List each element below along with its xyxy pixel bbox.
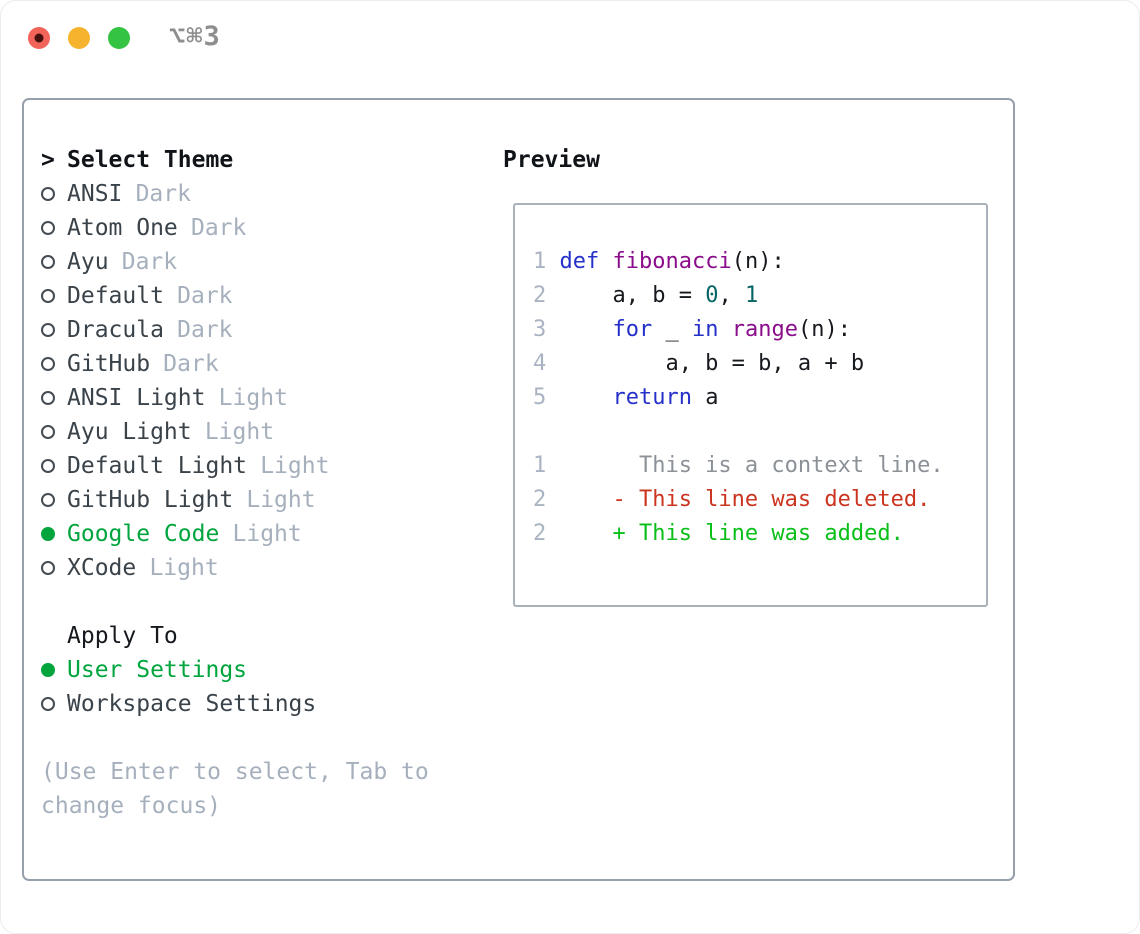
radio-icon: [41, 357, 67, 371]
item-variant-label: Dark: [190, 215, 247, 241]
preview-line: 1 This is a context line.: [533, 449, 986, 483]
theme-option-ayu[interactable]: Ayu Dark: [41, 245, 491, 279]
item-variant-label: Dark: [121, 249, 178, 275]
apply-to-header: Apply To: [41, 619, 491, 653]
prompt-icon: >: [41, 147, 55, 173]
hint-line: change focus): [41, 793, 222, 819]
hint-line: (Use Enter to select, Tab to: [41, 759, 429, 785]
line-number: 1: [533, 249, 547, 274]
preview-line: 4 a, b = b, a + b: [533, 347, 986, 381]
close-button[interactable]: [28, 27, 50, 49]
radio-icon: [41, 255, 67, 269]
theme-option-google-code[interactable]: Google Code Light: [41, 517, 491, 551]
record-dot-icon: [34, 33, 44, 43]
titlebar: ⌥⌘3: [1, 1, 1139, 75]
preview-line: 3 for _ in range(n):: [533, 313, 986, 347]
theme-option-dracula[interactable]: Dracula Dark: [41, 313, 491, 347]
select-theme-title: Select Theme: [67, 147, 234, 173]
theme-option-ansi-light[interactable]: ANSI Light Light: [41, 381, 491, 415]
line-number: 2: [533, 283, 547, 308]
keyboard-hint: (Use Enter to select, Tab to change focus…: [41, 755, 491, 823]
radio-icon: [41, 561, 67, 575]
item-variant-label: Dark: [177, 283, 233, 309]
line-number: 2: [533, 487, 547, 512]
item-label: User Settings: [67, 657, 248, 683]
item-label: Default Light: [67, 453, 248, 479]
line-number: 2: [533, 521, 547, 546]
item-variant-label: Dark: [135, 181, 191, 207]
theme-option-github[interactable]: GitHub Dark: [41, 347, 491, 381]
item-variant-label: Light: [149, 555, 219, 581]
theme-option-default[interactable]: Default Dark: [41, 279, 491, 313]
radio-icon: [41, 289, 67, 303]
spacer-row: [41, 585, 491, 619]
traffic-lights: [28, 27, 130, 49]
item-variant-label: Light: [246, 487, 316, 513]
radio-icon: [41, 391, 67, 405]
select-theme-header: > Select Theme: [41, 143, 491, 177]
item-label: Atom One: [67, 215, 178, 241]
item-variant-label: Light: [218, 385, 288, 411]
line-number: 3: [533, 317, 547, 342]
window-title: ⌥⌘3: [169, 21, 221, 52]
item-label: GitHub: [67, 351, 151, 377]
preview-line: 2 a, b = 0, 1: [533, 279, 986, 313]
item-label: XCode: [67, 555, 137, 581]
item-label: ANSI: [67, 181, 123, 207]
preview-line: 2 + This line was added.: [533, 517, 986, 551]
radio-selected-icon: [41, 527, 67, 541]
spacer-row: [41, 721, 491, 755]
theme-option-github-light[interactable]: GitHub Light Light: [41, 483, 491, 517]
apply-option-user-settings[interactable]: User Settings: [41, 653, 491, 687]
line-number: 4: [533, 351, 547, 376]
item-label: Dracula: [67, 317, 164, 343]
apply-option-workspace-settings[interactable]: Workspace Settings: [41, 687, 491, 721]
radio-icon: [41, 459, 67, 473]
theme-option-atom-one[interactable]: Atom One Dark: [41, 211, 491, 245]
minimize-button[interactable]: [68, 27, 90, 49]
theme-option-ansi[interactable]: ANSI Dark: [41, 177, 491, 211]
apply-to-title: Apply To: [67, 623, 178, 649]
item-label: Default: [67, 283, 164, 309]
line-number: 5: [533, 385, 547, 410]
item-label: Google Code: [67, 521, 220, 547]
item-variant-label: Light: [232, 521, 302, 547]
radio-icon: [41, 697, 67, 711]
radio-selected-icon: [41, 663, 67, 677]
item-variant-label: Light: [260, 453, 330, 479]
theme-option-xcode[interactable]: XCode Light: [41, 551, 491, 585]
preview-line: 2 - This line was deleted.: [533, 483, 986, 517]
radio-icon: [41, 187, 67, 201]
radio-icon: [41, 221, 67, 235]
radio-icon: [41, 425, 67, 439]
item-label: Ayu Light: [67, 419, 192, 445]
item-label: Workspace Settings: [67, 691, 317, 717]
item-label: Ayu: [67, 249, 109, 275]
item-label: GitHub Light: [67, 487, 234, 513]
item-variant-label: Dark: [163, 351, 219, 377]
item-label: ANSI Light: [67, 385, 206, 411]
diff-preview: 1 This is a context line.2 - This line w…: [533, 449, 986, 551]
preview-line: 5 return a: [533, 381, 986, 415]
item-variant-label: Light: [204, 419, 275, 445]
line-number: 1: [533, 453, 547, 478]
item-variant-label: Dark: [177, 317, 233, 343]
radio-icon: [41, 493, 67, 507]
zoom-button[interactable]: [108, 27, 130, 49]
theme-option-ayu-light[interactable]: Ayu Light Light: [41, 415, 491, 449]
preview-title: Preview: [503, 147, 600, 173]
theme-option-default-light[interactable]: Default Light Light: [41, 449, 491, 483]
radio-icon: [41, 323, 67, 337]
